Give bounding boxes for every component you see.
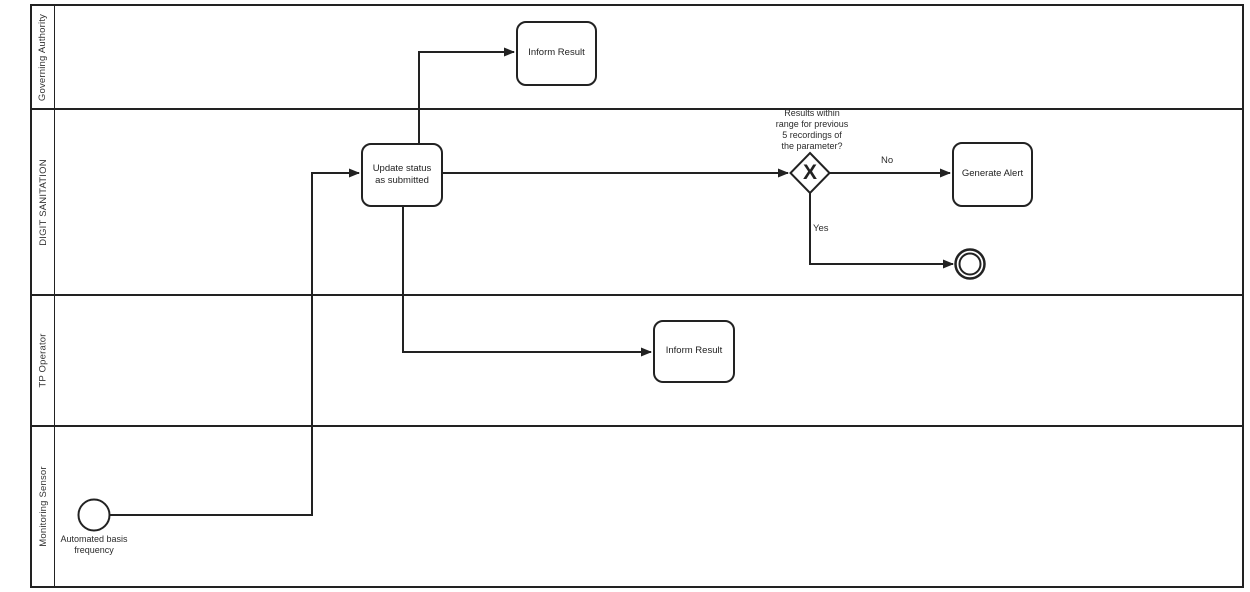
- lane-digit-sanitation: DIGIT SANITATION: [32, 108, 1242, 294]
- task-label: Inform Result: [665, 345, 723, 357]
- flow-gateway-yes-to-end-event: [809, 193, 954, 269]
- lane-header: DIGIT SANITATION: [32, 110, 55, 294]
- lane-header: Monitoring Sensor: [32, 427, 55, 586]
- end-event-inner-circle: [958, 252, 982, 276]
- lane-header: Governing Authority: [32, 6, 55, 108]
- task-inform-result-tp-operator: Inform Result: [653, 320, 735, 383]
- task-inform-result-governing: Inform Result: [516, 21, 597, 86]
- task-update-status-as-submitted: Update status as submitted: [361, 143, 443, 207]
- flow-update-status-to-inform-result-tp: [402, 207, 652, 357]
- task-generate-alert: Generate Alert: [952, 142, 1033, 207]
- gateway-question-annotation: Results within range for previous 5 reco…: [775, 108, 849, 151]
- task-label: Inform Result: [528, 47, 585, 59]
- flow-label-yes: Yes: [813, 223, 829, 234]
- lane-governing-authority: Governing Authority: [32, 6, 1242, 108]
- lane-tp-operator: TP Operator: [32, 294, 1242, 425]
- task-label: Update status as submitted: [372, 162, 432, 186]
- start-event-circle: [77, 498, 111, 532]
- exclusive-gateway-x-icon: X: [802, 161, 817, 184]
- task-label: Generate Alert: [961, 168, 1024, 180]
- flow-start-to-update-status: [110, 168, 360, 516]
- flow-update-status-to-inform-result-governing: [418, 47, 515, 143]
- exclusive-gateway-diamond: [789, 151, 831, 195]
- lane-monitoring-sensor: Monitoring Sensor: [32, 425, 1242, 586]
- start-event-label: Automated basis frequency: [60, 534, 128, 555]
- lane-header: TP Operator: [32, 296, 55, 425]
- process-pool: Governing Authority DIGIT SANITATION TP …: [30, 4, 1244, 588]
- flow-label-no: No: [881, 155, 894, 166]
